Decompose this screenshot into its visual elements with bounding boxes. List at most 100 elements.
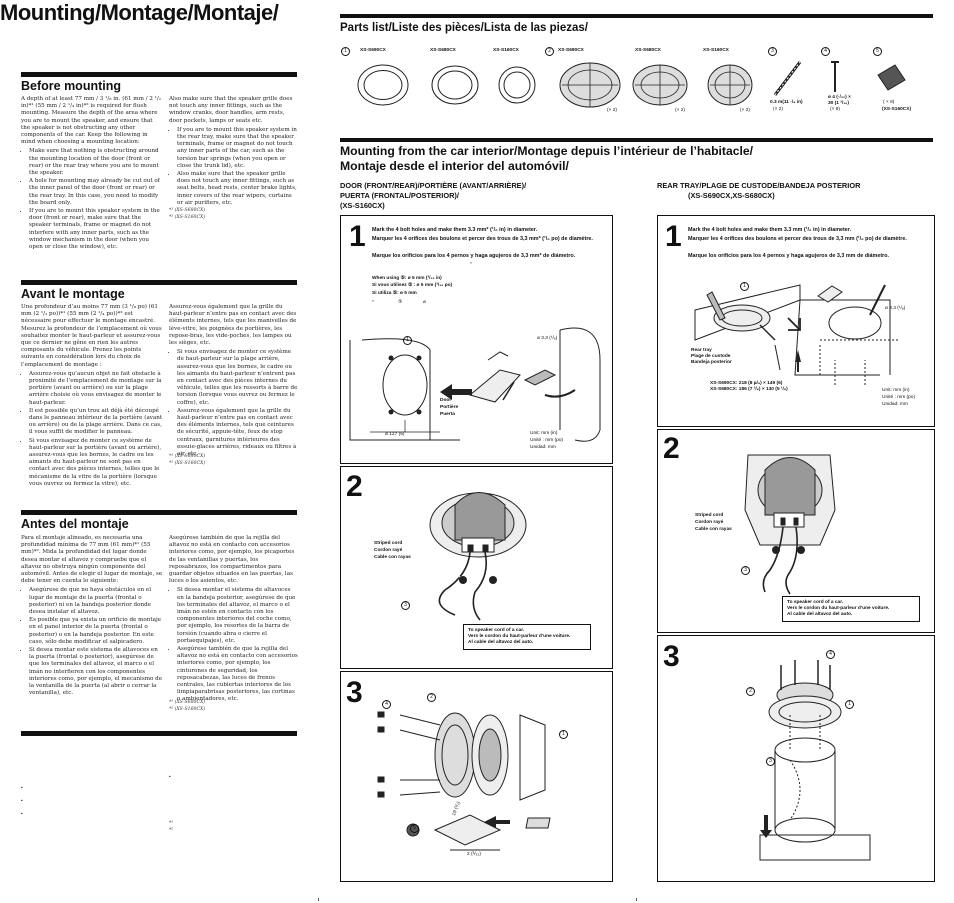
note-part-5: ⑤ xyxy=(398,300,403,305)
list-item: Es posible que ya exista un orificio de … xyxy=(29,617,163,646)
callout-line: Vers le cordon du haut-parleur d’une voi… xyxy=(787,606,890,611)
note-si-vous: Si vous utilisez ⑤ : ø 5 mm (³/₁₆ po) xyxy=(372,283,453,288)
antes-col2: Asegúrese también de que la rejilla del … xyxy=(169,535,299,705)
hole-diameter: ø 3.3 (¹/₈) xyxy=(537,336,558,341)
list-item: Si vous envisagez de monter ce système d… xyxy=(29,438,163,488)
cord-label: Striped cord xyxy=(695,513,724,518)
door-label: Door xyxy=(440,398,452,403)
rear-heading-2: (XS-S690CX,XS-S680CX) xyxy=(688,191,775,200)
callout-line: Al cable del altavoz del auto. xyxy=(468,640,534,645)
dimension-label: XS-S690CX: 218 (8 µ/₈) × 149 (6) xyxy=(710,381,783,386)
callout-line: Vers le cordon du haut-parleur d’une voi… xyxy=(468,634,571,639)
unit-label: Unité : mm (po) xyxy=(882,395,916,400)
label-part-4: 4 xyxy=(382,700,391,709)
quantity: ( × 8) xyxy=(883,100,895,105)
paragraph: Une profondeur d’au moins 77 mm (3 ¹/₈ p… xyxy=(21,304,162,368)
speaker-cord-callout: To speaker cord of a car. Vers le cordon… xyxy=(463,624,591,650)
tray-label: Rear tray xyxy=(691,348,712,353)
before-col1: A depth of at least 77 mm / 3 ¹/₈ in. (6… xyxy=(21,96,163,252)
step-number: 3 xyxy=(346,676,363,709)
paragraph: Para el montaje alineado, es necesaria u… xyxy=(21,535,163,585)
before-col2: Also make sure that the speaker grille d… xyxy=(169,96,299,208)
label-part-3: 3 xyxy=(766,757,775,766)
callout-line: To speaker cord of a car. xyxy=(787,600,844,605)
label-part-2: 2 xyxy=(746,687,755,696)
section-title-avant: Avant le montage xyxy=(21,287,125,301)
footnote-2: *² (XS-S160CX) xyxy=(169,215,206,220)
instruction-es: Marque los orificios para los 4 pernos y… xyxy=(688,253,890,259)
quantity: (× 2) xyxy=(675,108,685,113)
unit-label: Unidad: mm xyxy=(882,402,908,407)
list-item: Make sure that nothing is obstructing ar… xyxy=(29,148,163,177)
label-part-2: 2 xyxy=(427,693,436,702)
list-item: Si desea montar este sistema de altavoce… xyxy=(29,647,163,697)
unit-label: Unit: mm (in) xyxy=(530,431,558,436)
part-number-4: 4 xyxy=(821,47,830,56)
cord-label: Cable con rayas xyxy=(374,555,411,560)
bullet: • xyxy=(21,786,23,791)
paragraph: A depth of at least 77 mm / 3 ¹/₈ in. (6… xyxy=(21,96,162,146)
screw-spec: ø 4 (·/₃₂) × xyxy=(828,95,851,100)
tray-label: Bandeja posterior xyxy=(691,360,732,365)
note-star: * xyxy=(470,262,472,267)
hole-diameter: ø 3.3 (¹/₈) xyxy=(885,306,906,311)
mounting-title-1: Mounting from the car interior/Montage d… xyxy=(340,144,754,158)
bullet: • xyxy=(21,812,23,817)
rear-step-3-panel xyxy=(657,635,935,882)
bullet-list: Assurez-vous qu’aucun objet ne fait obst… xyxy=(21,371,163,488)
section-rule xyxy=(21,510,297,515)
door-heading-2: PUERTA (FRONTAL/POSTERIOR)/ xyxy=(340,191,459,200)
clip-model: (XS-S160CX) xyxy=(882,107,912,112)
model-label: XS-S160CX xyxy=(703,48,729,53)
note-when-using: When using ⑤: ø 5 mm (³/₁₆ in) xyxy=(372,276,442,281)
footnote-2: *² (XS-S160CX) xyxy=(169,707,206,712)
cutout-diameter: ø 127 (5) xyxy=(385,432,405,437)
note-diameter: ø xyxy=(423,300,426,305)
instruction-en: Mark the 4 bolt holes and make them 3.3 … xyxy=(688,227,852,233)
antes-col1: Para el montaje alineado, es necesaria u… xyxy=(21,535,163,698)
registration-mark xyxy=(636,898,637,901)
bullet-list: Si desea montar el sistema de altavoces … xyxy=(169,587,299,703)
label-part-3: 3 xyxy=(741,566,750,575)
footnote-2: *² (XS-S160CX) xyxy=(169,461,206,466)
footnote-1: *¹ (XS-S680CX) xyxy=(169,208,206,213)
list-item: Il est possible qu’un trou ait déjà été … xyxy=(29,408,163,437)
section-rule xyxy=(21,731,297,736)
cord-length: 0.3 m(11 ·/₈ in) xyxy=(770,100,803,105)
step-number: 3 xyxy=(663,640,680,673)
model-label: XS-S680CX xyxy=(430,48,456,53)
paragraph: Assurez-vous également que la grille du … xyxy=(169,304,297,347)
list-item: Si vous envisagez de monter ce système d… xyxy=(177,349,299,407)
list-item: Assurez-vous également que la grille du … xyxy=(177,408,299,458)
footnote-1: *¹ (XS-S680CX) xyxy=(169,454,206,459)
label-part-4: 4 xyxy=(826,650,835,659)
model-label: XS-S680CX xyxy=(635,48,661,53)
registration-mark xyxy=(318,898,319,901)
rear-heading-1: REAR TRAY/PLAGE DE CUSTODE/BANDEJA POSTE… xyxy=(657,181,861,190)
bullet-list: Make sure that nothing is obstructing ar… xyxy=(21,148,163,251)
instruction-fr: Marquer les 4 orifices des boulons et pe… xyxy=(372,236,593,242)
model-label: XS-S690CX xyxy=(558,48,584,53)
bullet: • xyxy=(169,775,171,780)
cord-label: Striped cord xyxy=(374,541,403,546)
bullet-list: Asegúrese de que no haya obstáculos en e… xyxy=(21,587,163,697)
label-part-1: 1 xyxy=(740,282,749,291)
unit-label: Unidad: mm xyxy=(530,445,556,450)
label-part-1: 1 xyxy=(559,730,568,739)
quantity: (× 2) xyxy=(740,108,750,113)
door-step-1-panel xyxy=(340,215,613,464)
dimension-label: XS-S680CX: 186 (7 ³/₈) × 130 (5 ¹/₈) xyxy=(710,387,788,392)
list-item: Also make sure that the speaker grille d… xyxy=(177,171,299,207)
step-number: 1 xyxy=(349,220,366,253)
speaker-cord-callout: To speaker cord of a car. Vers le cordon… xyxy=(782,596,920,622)
avant-col1: Une profondeur d’au moins 77 mm (3 ¹/₈ p… xyxy=(21,304,163,489)
quantity: (× 2) xyxy=(607,108,617,113)
bullet-list: Si vous envisagez de monter ce système d… xyxy=(169,349,299,458)
unit-label: Unit: mm (in) xyxy=(882,388,910,393)
tray-label: Plage de custode xyxy=(691,354,731,359)
section-rule xyxy=(340,138,933,142)
